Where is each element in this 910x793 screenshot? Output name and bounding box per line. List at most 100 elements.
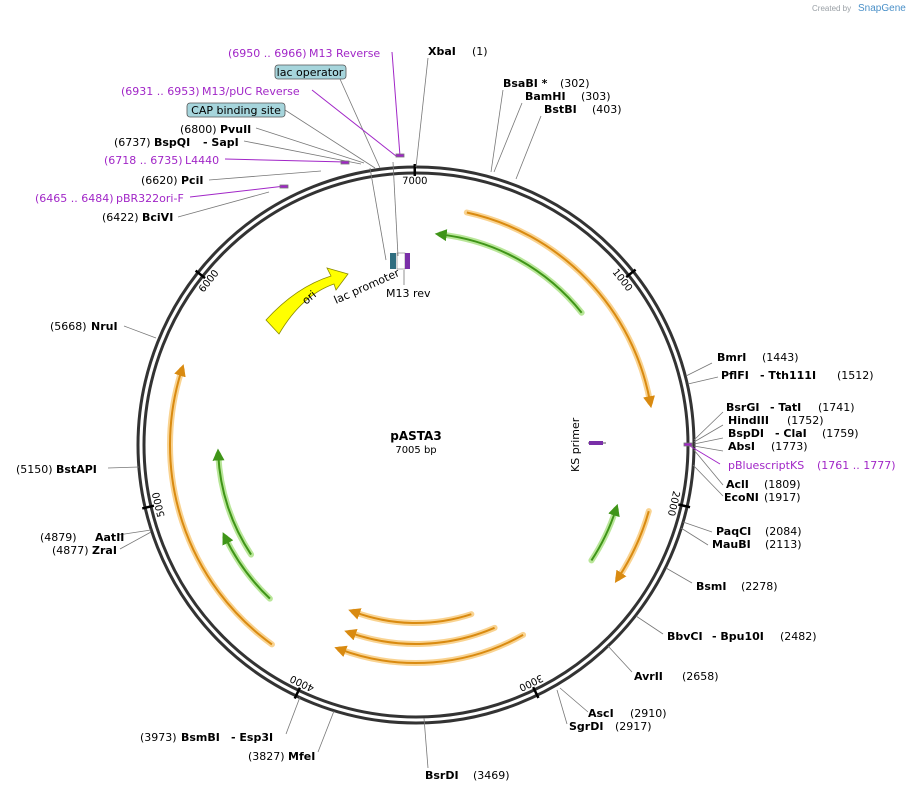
site-name: BmrI [717, 351, 746, 364]
site-name: NruI [91, 320, 118, 333]
site-label[interactable]: (3827)MfeI [248, 750, 315, 763]
site-position: (2278) [741, 580, 778, 593]
lac-operator-tag-label: lac operator [277, 66, 344, 79]
leader-line [423, 717, 429, 769]
site-label[interactable]: BmrI (1443) [717, 351, 799, 364]
site-name: BsmI [696, 580, 727, 593]
site-name: BamHI [525, 90, 566, 103]
site-position: (4879) [40, 531, 77, 544]
lac-operator-tag [274, 64, 347, 80]
tick-label: 7000 [402, 176, 428, 187]
site-label[interactable]: (6422)BciVI [102, 211, 173, 224]
site-label[interactable]: EcoNI (1917) [724, 491, 801, 504]
plasmid-length: 7005 bp [395, 445, 436, 456]
primer-name: pBR322ori-F [116, 192, 184, 205]
site-name: BspDI [728, 427, 764, 440]
cds-arc-orange [169, 364, 273, 646]
cds-arc-orange-glow [615, 508, 652, 582]
site-name: EcoNI [724, 491, 759, 504]
cds-arc-green [222, 532, 271, 600]
leader-line [117, 529, 152, 536]
l4440-mark-leader [224, 158, 347, 163]
leader-line [693, 445, 724, 452]
primer-label[interactable]: pBluescriptKS(1761 .. 1777) [728, 459, 896, 472]
leader-line [687, 376, 719, 385]
leader-line [177, 191, 270, 218]
tick-mark [141, 504, 155, 510]
primer-range: (6950 .. 6966) [228, 47, 307, 60]
site-position: (2113) [765, 538, 802, 551]
site-label[interactable]: (5668)NruI [50, 320, 118, 333]
site-label[interactable]: BsrDI(3469) [425, 769, 510, 782]
site-label[interactable]: PaqCI(2084) [716, 525, 802, 538]
site-label[interactable]: BsaBI *(302) [503, 77, 590, 90]
site-label[interactable]: BamHI(303) [525, 90, 611, 103]
primer-label[interactable]: (6931 .. 6953)M13/pUC Reverse [121, 85, 300, 98]
site-name: MauBI [712, 538, 751, 551]
site-label[interactable]: (4879)AatII [40, 531, 124, 544]
site-label[interactable]: BstBI(403) [544, 103, 622, 116]
site-label[interactable]: (5150)BstAPI [16, 463, 97, 476]
site-label[interactable]: AvrII(2658) [634, 670, 719, 683]
leader-line [317, 710, 335, 753]
leader-line [693, 424, 724, 443]
cds-arc-orange [466, 211, 655, 409]
cds-arc-orange [348, 608, 472, 624]
tick-label: 4000 [288, 672, 316, 693]
site-label[interactable]: HindIII(1752) [728, 414, 824, 427]
site-label[interactable]: BbvCI- Bpu10I(2482) [667, 630, 817, 643]
primer-range: (6718 .. 6735) [104, 154, 183, 167]
site-label[interactable]: PflFI- Tth111I(1512) [721, 369, 874, 382]
site-name-2: - ClaI [775, 427, 807, 440]
site-label[interactable]: BsmI (2278) [696, 580, 778, 593]
site-position: (3469) [473, 769, 510, 782]
leader-line [607, 645, 633, 673]
site-position: (1809) [764, 478, 801, 491]
site-position: (1759) [822, 427, 859, 440]
leader-line [665, 567, 693, 584]
site-position: (1741) [818, 401, 855, 414]
site-label[interactable]: BsrGI- TatI(1741) [726, 401, 855, 414]
site-position: (1773) [771, 440, 808, 453]
site-label[interactable]: BspDI - ClaI (1759) [728, 427, 859, 440]
site-label[interactable]: SgrDI(2917) [569, 720, 652, 733]
site-position: (2482) [780, 630, 817, 643]
leader-line [119, 531, 152, 550]
site-position: (6620) [141, 174, 178, 187]
site-label[interactable]: AclI(1809) [726, 478, 801, 491]
site-name: SgrDI [569, 720, 603, 733]
site-position: (6422) [102, 211, 139, 224]
site-name: PvuII [220, 123, 251, 136]
pbr322ori-f-mark-leader [189, 185, 286, 198]
cds-arc-green-glow [437, 231, 585, 316]
site-name: XbaI [428, 45, 456, 58]
site-label[interactable]: (4877)ZraI [52, 544, 117, 557]
pbluescriptks-mark-leader [689, 445, 721, 465]
site-label[interactable]: (3973)BsmBI- Esp3I [140, 731, 273, 744]
primer-label[interactable]: (6950 .. 6966)M13 Reverse [228, 47, 380, 60]
site-name: BsrGI [726, 401, 759, 414]
cds-arc-orange-glow [167, 366, 275, 648]
leader-line [682, 521, 713, 533]
leader-lines [107, 51, 724, 769]
site-position: (3973) [140, 731, 177, 744]
site-label[interactable]: (6620)PciI [141, 174, 203, 187]
site-position: (1917) [764, 491, 801, 504]
site-labels: XbaI(1)BsaBI *(302)BamHI(303)BstBI(403)B… [16, 45, 896, 782]
primer-label[interactable]: (6465 .. 6484)pBR322ori-F [35, 192, 184, 205]
site-name: BstBI [544, 103, 577, 116]
site-position: (1443) [762, 351, 799, 364]
site-label[interactable]: XbaI (1) [428, 45, 488, 58]
site-label[interactable]: (6800)PvuII [180, 123, 251, 136]
site-label[interactable]: AbsI(1773) [728, 440, 808, 453]
site-label[interactable]: MauBI (2113) [712, 538, 802, 551]
cap-binding-tag [186, 102, 286, 118]
site-label[interactable]: AscI(2910) [588, 707, 667, 720]
primer-label[interactable]: (6718 .. 6735)L4440 [104, 154, 219, 167]
m13-reverse-mark-leader [391, 51, 401, 157]
primer-range: (6465 .. 6484) [35, 192, 114, 205]
primer-tick [683, 442, 693, 447]
site-label[interactable]: (6737)BspQI- SapI [114, 136, 239, 149]
site-name: MfeI [288, 750, 315, 763]
site-position: (1) [472, 45, 488, 58]
